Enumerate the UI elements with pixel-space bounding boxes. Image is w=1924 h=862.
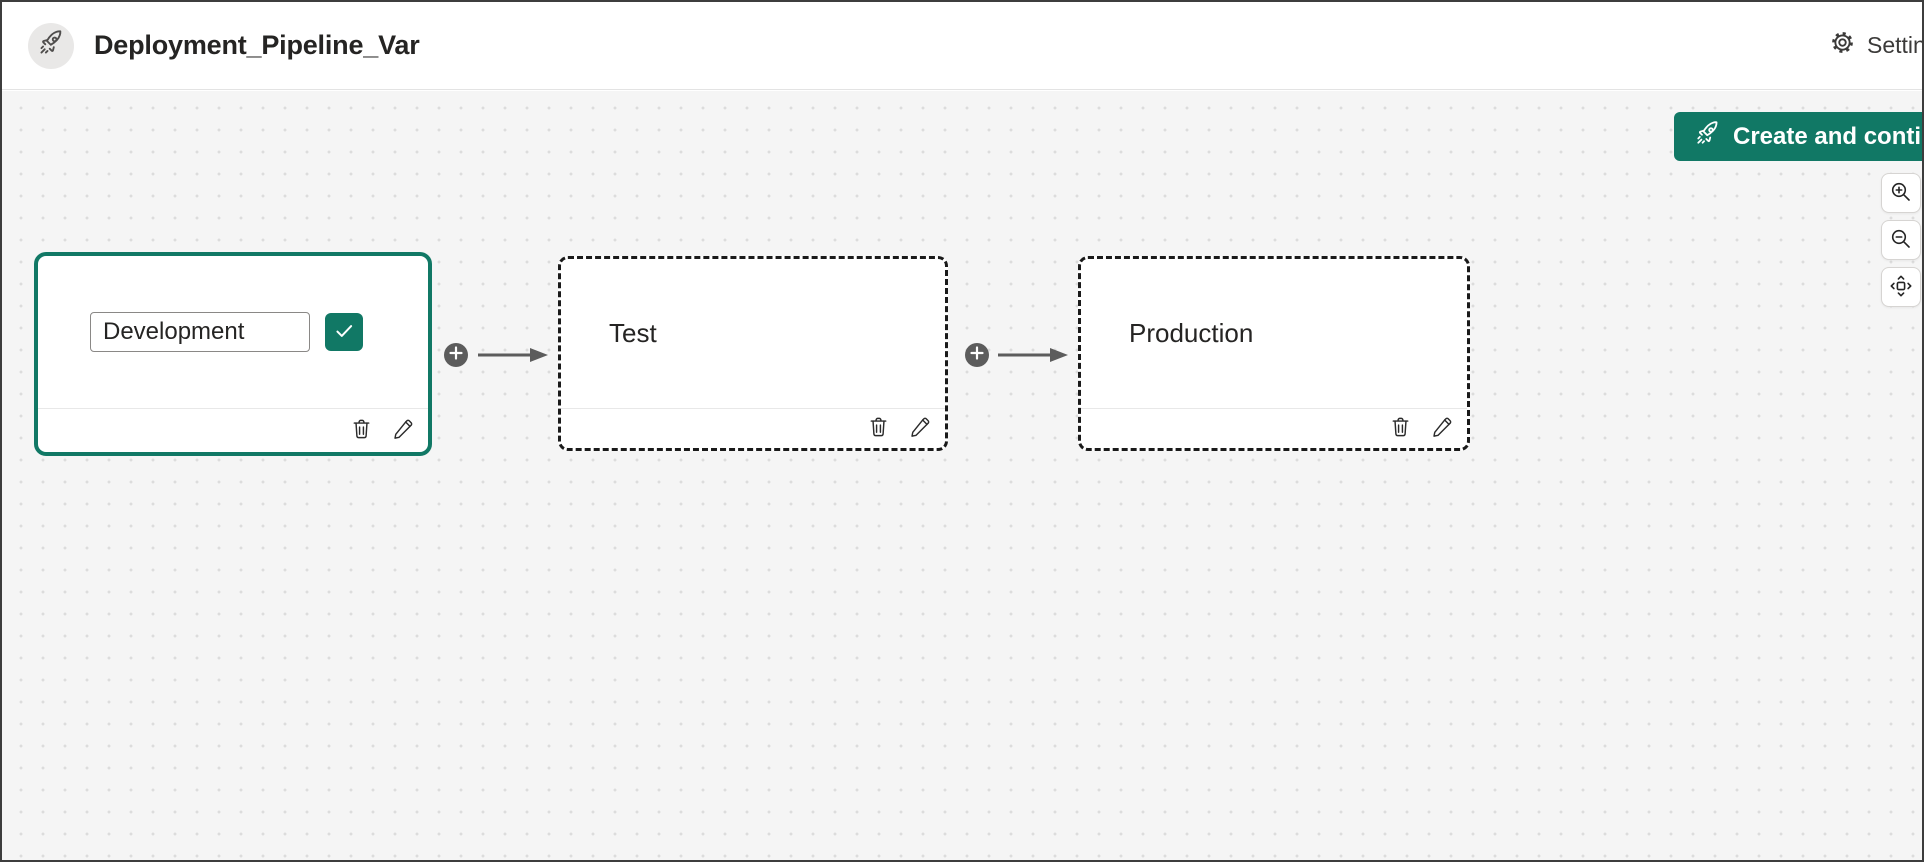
pencil-icon <box>1430 416 1453 442</box>
connector-arrow <box>996 345 1070 365</box>
rocket-icon <box>1694 120 1721 154</box>
pencil-icon <box>391 418 414 444</box>
stage-content: Test <box>561 259 945 408</box>
plus-icon <box>969 345 985 366</box>
pipeline-canvas: Create and continue <box>2 91 1922 860</box>
rocket-icon <box>37 29 65 62</box>
checkmark-icon <box>333 320 355 345</box>
zoom-out-button[interactable] <box>1881 220 1921 260</box>
delete-stage-button[interactable] <box>867 416 890 442</box>
fit-to-screen-icon <box>1889 274 1913 301</box>
zoom-controls <box>1881 173 1921 307</box>
stage-name-label: Production <box>1129 318 1254 348</box>
edit-stage-button[interactable] <box>908 416 931 442</box>
stage-name-input[interactable] <box>90 312 310 352</box>
stage-footer <box>1081 408 1467 448</box>
zoom-out-icon <box>1889 227 1913 254</box>
zoom-in-icon <box>1889 180 1913 207</box>
delete-stage-button[interactable] <box>1389 416 1412 442</box>
stage-card-production[interactable]: Production <box>1078 256 1470 451</box>
stage-name-label: Test <box>609 318 657 348</box>
edit-stage-button[interactable] <box>1430 416 1453 442</box>
stage-card-test[interactable]: Test <box>558 256 948 451</box>
create-and-continue-button[interactable]: Create and continue <box>1674 112 1922 161</box>
pencil-icon <box>908 416 931 442</box>
connector-arrow <box>476 345 550 365</box>
stage-card-development[interactable] <box>34 252 432 456</box>
delete-stage-button[interactable] <box>350 418 373 444</box>
confirm-stage-name-button[interactable] <box>325 313 363 351</box>
settings-button[interactable]: Settings <box>1830 2 1922 89</box>
stage-content: Production <box>1081 259 1467 408</box>
zoom-in-button[interactable] <box>1881 173 1921 213</box>
page-title: Deployment_Pipeline_Var <box>94 30 420 60</box>
stage-footer <box>38 408 428 452</box>
trash-icon <box>867 416 890 442</box>
gear-icon <box>1830 30 1855 61</box>
plus-icon <box>448 345 464 366</box>
add-stage-button[interactable] <box>965 343 989 367</box>
stage-content <box>38 256 428 408</box>
settings-label: Settings <box>1867 32 1922 58</box>
edit-stage-button[interactable] <box>391 418 414 444</box>
pipeline-avatar <box>28 22 74 69</box>
trash-icon <box>350 418 373 444</box>
header: Deployment_Pipeline_Var Settings <box>2 2 1922 90</box>
add-stage-button[interactable] <box>444 343 468 367</box>
create-and-continue-label: Create and continue <box>1733 122 1922 150</box>
fit-to-screen-button[interactable] <box>1881 267 1921 307</box>
trash-icon <box>1389 416 1412 442</box>
stage-footer <box>561 408 945 448</box>
